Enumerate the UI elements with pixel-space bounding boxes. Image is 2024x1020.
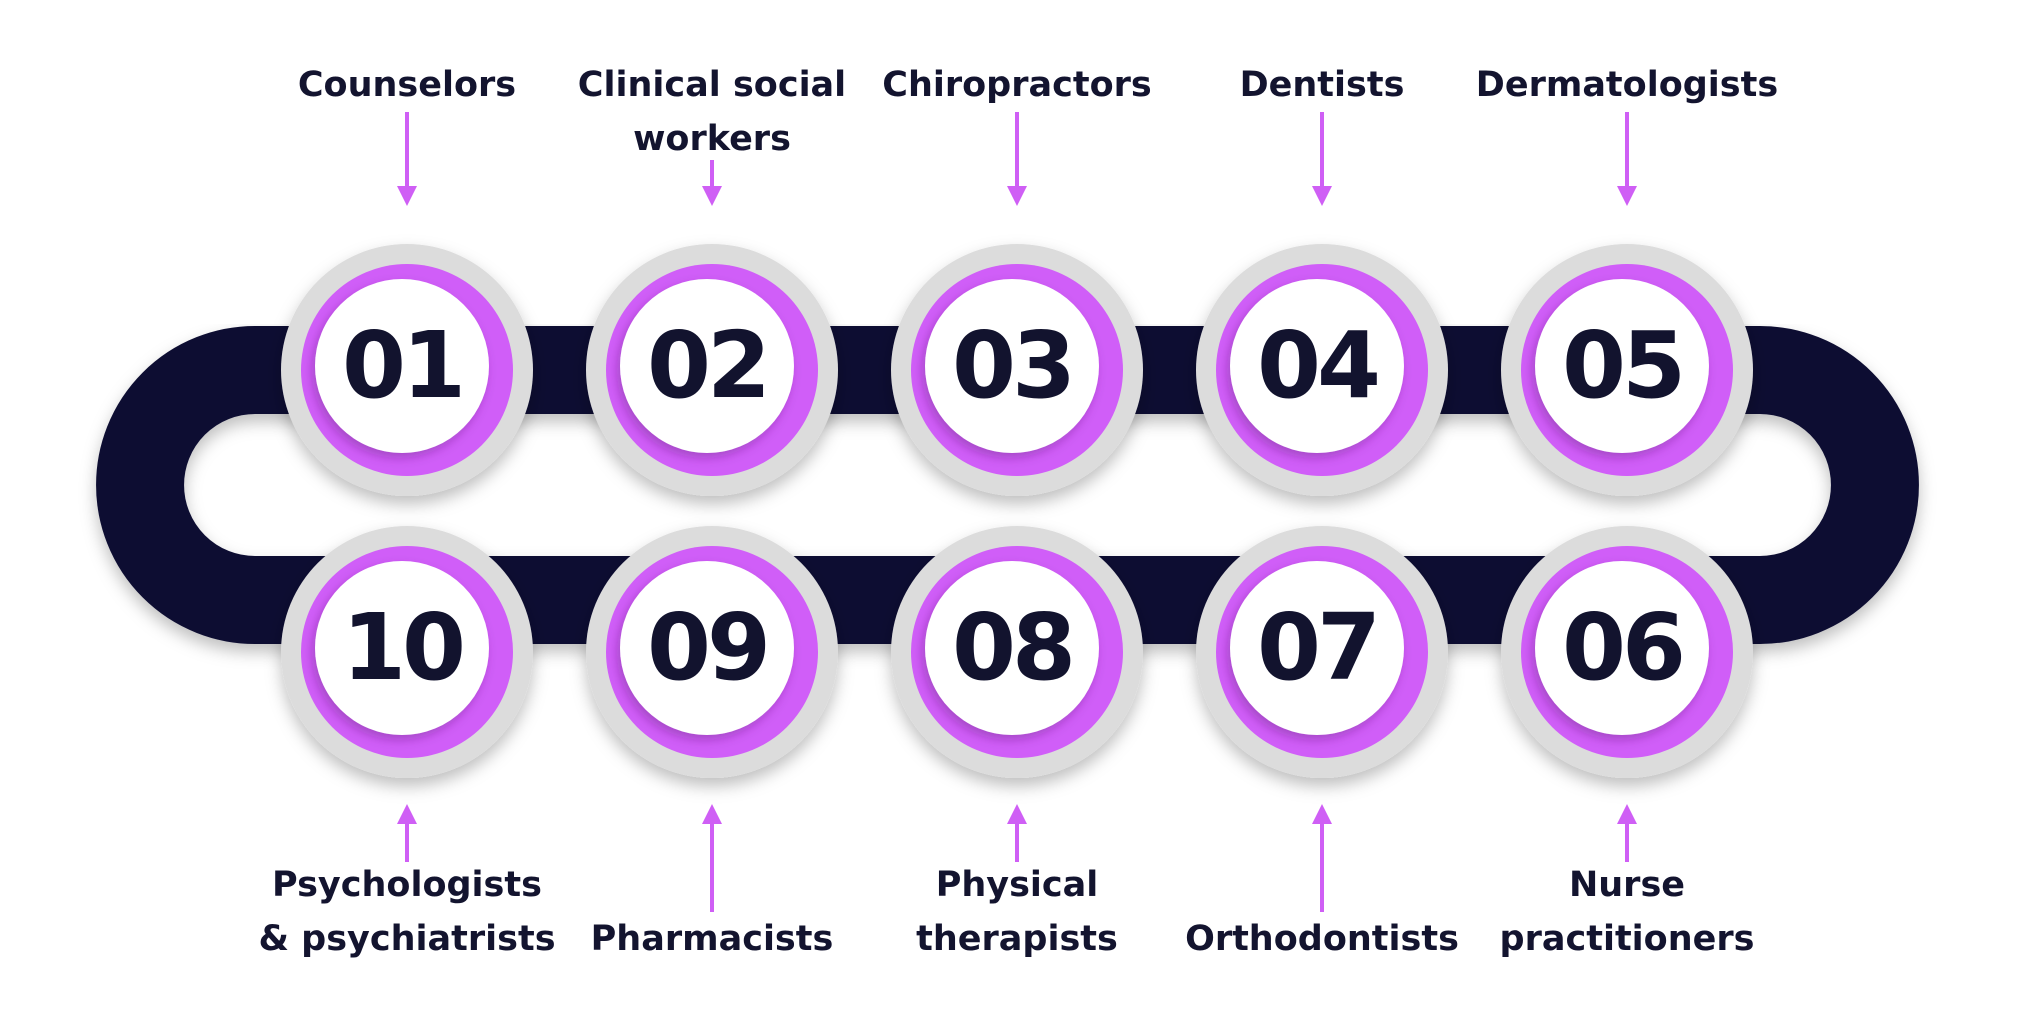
arrow-icon xyxy=(1312,804,1332,912)
step-node-09 xyxy=(586,526,838,778)
step-label-line: Counselors xyxy=(297,65,517,105)
node-center xyxy=(620,279,794,453)
step-node-07 xyxy=(1196,526,1448,778)
step-node-02 xyxy=(586,244,838,496)
step-node-06 xyxy=(1501,526,1753,778)
step-label-line: Physical xyxy=(935,865,1099,905)
node-center xyxy=(1535,561,1709,735)
step-label-line: Dentists xyxy=(1239,65,1405,105)
step-label-line: Pharmacists xyxy=(590,919,834,959)
arrow-icon xyxy=(1007,112,1027,206)
node-center xyxy=(315,561,489,735)
step-number: 08 xyxy=(951,594,1076,701)
arrow-icon xyxy=(1617,804,1637,862)
step-number: 01 xyxy=(341,312,466,419)
arrow-icon xyxy=(1617,112,1637,206)
step-label: Chiropractors xyxy=(857,58,1177,112)
arrow-icon xyxy=(397,804,417,862)
arrow-icon xyxy=(1007,804,1027,862)
step-number: 06 xyxy=(1561,594,1686,701)
node-center xyxy=(1230,279,1404,453)
step-number: 07 xyxy=(1256,594,1381,701)
arrow-icon xyxy=(397,112,417,206)
step-label: Clinical social workers xyxy=(552,58,872,166)
step-number: 10 xyxy=(341,594,466,701)
step-label-line: Psychologists xyxy=(272,865,542,905)
step-label-line: therapists xyxy=(916,919,1118,959)
step-label: Dentists xyxy=(1162,58,1482,112)
step-number: 09 xyxy=(646,594,771,701)
step-node-03 xyxy=(891,244,1143,496)
step-number: 03 xyxy=(951,312,1076,419)
step-label: Counselors xyxy=(247,58,567,112)
step-number: 05 xyxy=(1561,312,1686,419)
node-center xyxy=(1230,561,1404,735)
arrow-icon xyxy=(702,160,722,206)
step-label: Nurse practitioners xyxy=(1467,858,1787,966)
node-center xyxy=(315,279,489,453)
step-number: 04 xyxy=(1256,312,1381,419)
arrow-icon xyxy=(702,804,722,912)
step-label: Psychologists & psychiatrists xyxy=(247,858,567,966)
step-label: Dermatologists xyxy=(1467,58,1787,112)
step-label-line: Orthodontists xyxy=(1185,919,1459,959)
arrow-icon xyxy=(1312,112,1332,206)
step-label-line: Chiropractors xyxy=(882,65,1152,105)
step-node-01 xyxy=(281,244,533,496)
step-node-04 xyxy=(1196,244,1448,496)
step-label: Pharmacists xyxy=(552,912,872,966)
step-label-line: Clinical social xyxy=(577,65,847,105)
step-node-10 xyxy=(281,526,533,778)
node-center xyxy=(925,561,1099,735)
step-node-05 xyxy=(1501,244,1753,496)
step-label-line: practitioners xyxy=(1499,919,1755,959)
step-label: Physical therapists xyxy=(857,858,1177,966)
step-node-08 xyxy=(891,526,1143,778)
loop-track xyxy=(96,326,1919,644)
node-center xyxy=(1535,279,1709,453)
node-center xyxy=(620,561,794,735)
step-label-line: workers xyxy=(633,119,791,159)
node-center xyxy=(925,279,1099,453)
step-label-line: Dermatologists xyxy=(1475,65,1779,105)
step-number: 02 xyxy=(646,312,771,419)
step-label-line: Nurse xyxy=(1568,865,1686,905)
step-label-line: & psychiatrists xyxy=(258,919,556,959)
step-label: Orthodontists xyxy=(1162,912,1482,966)
